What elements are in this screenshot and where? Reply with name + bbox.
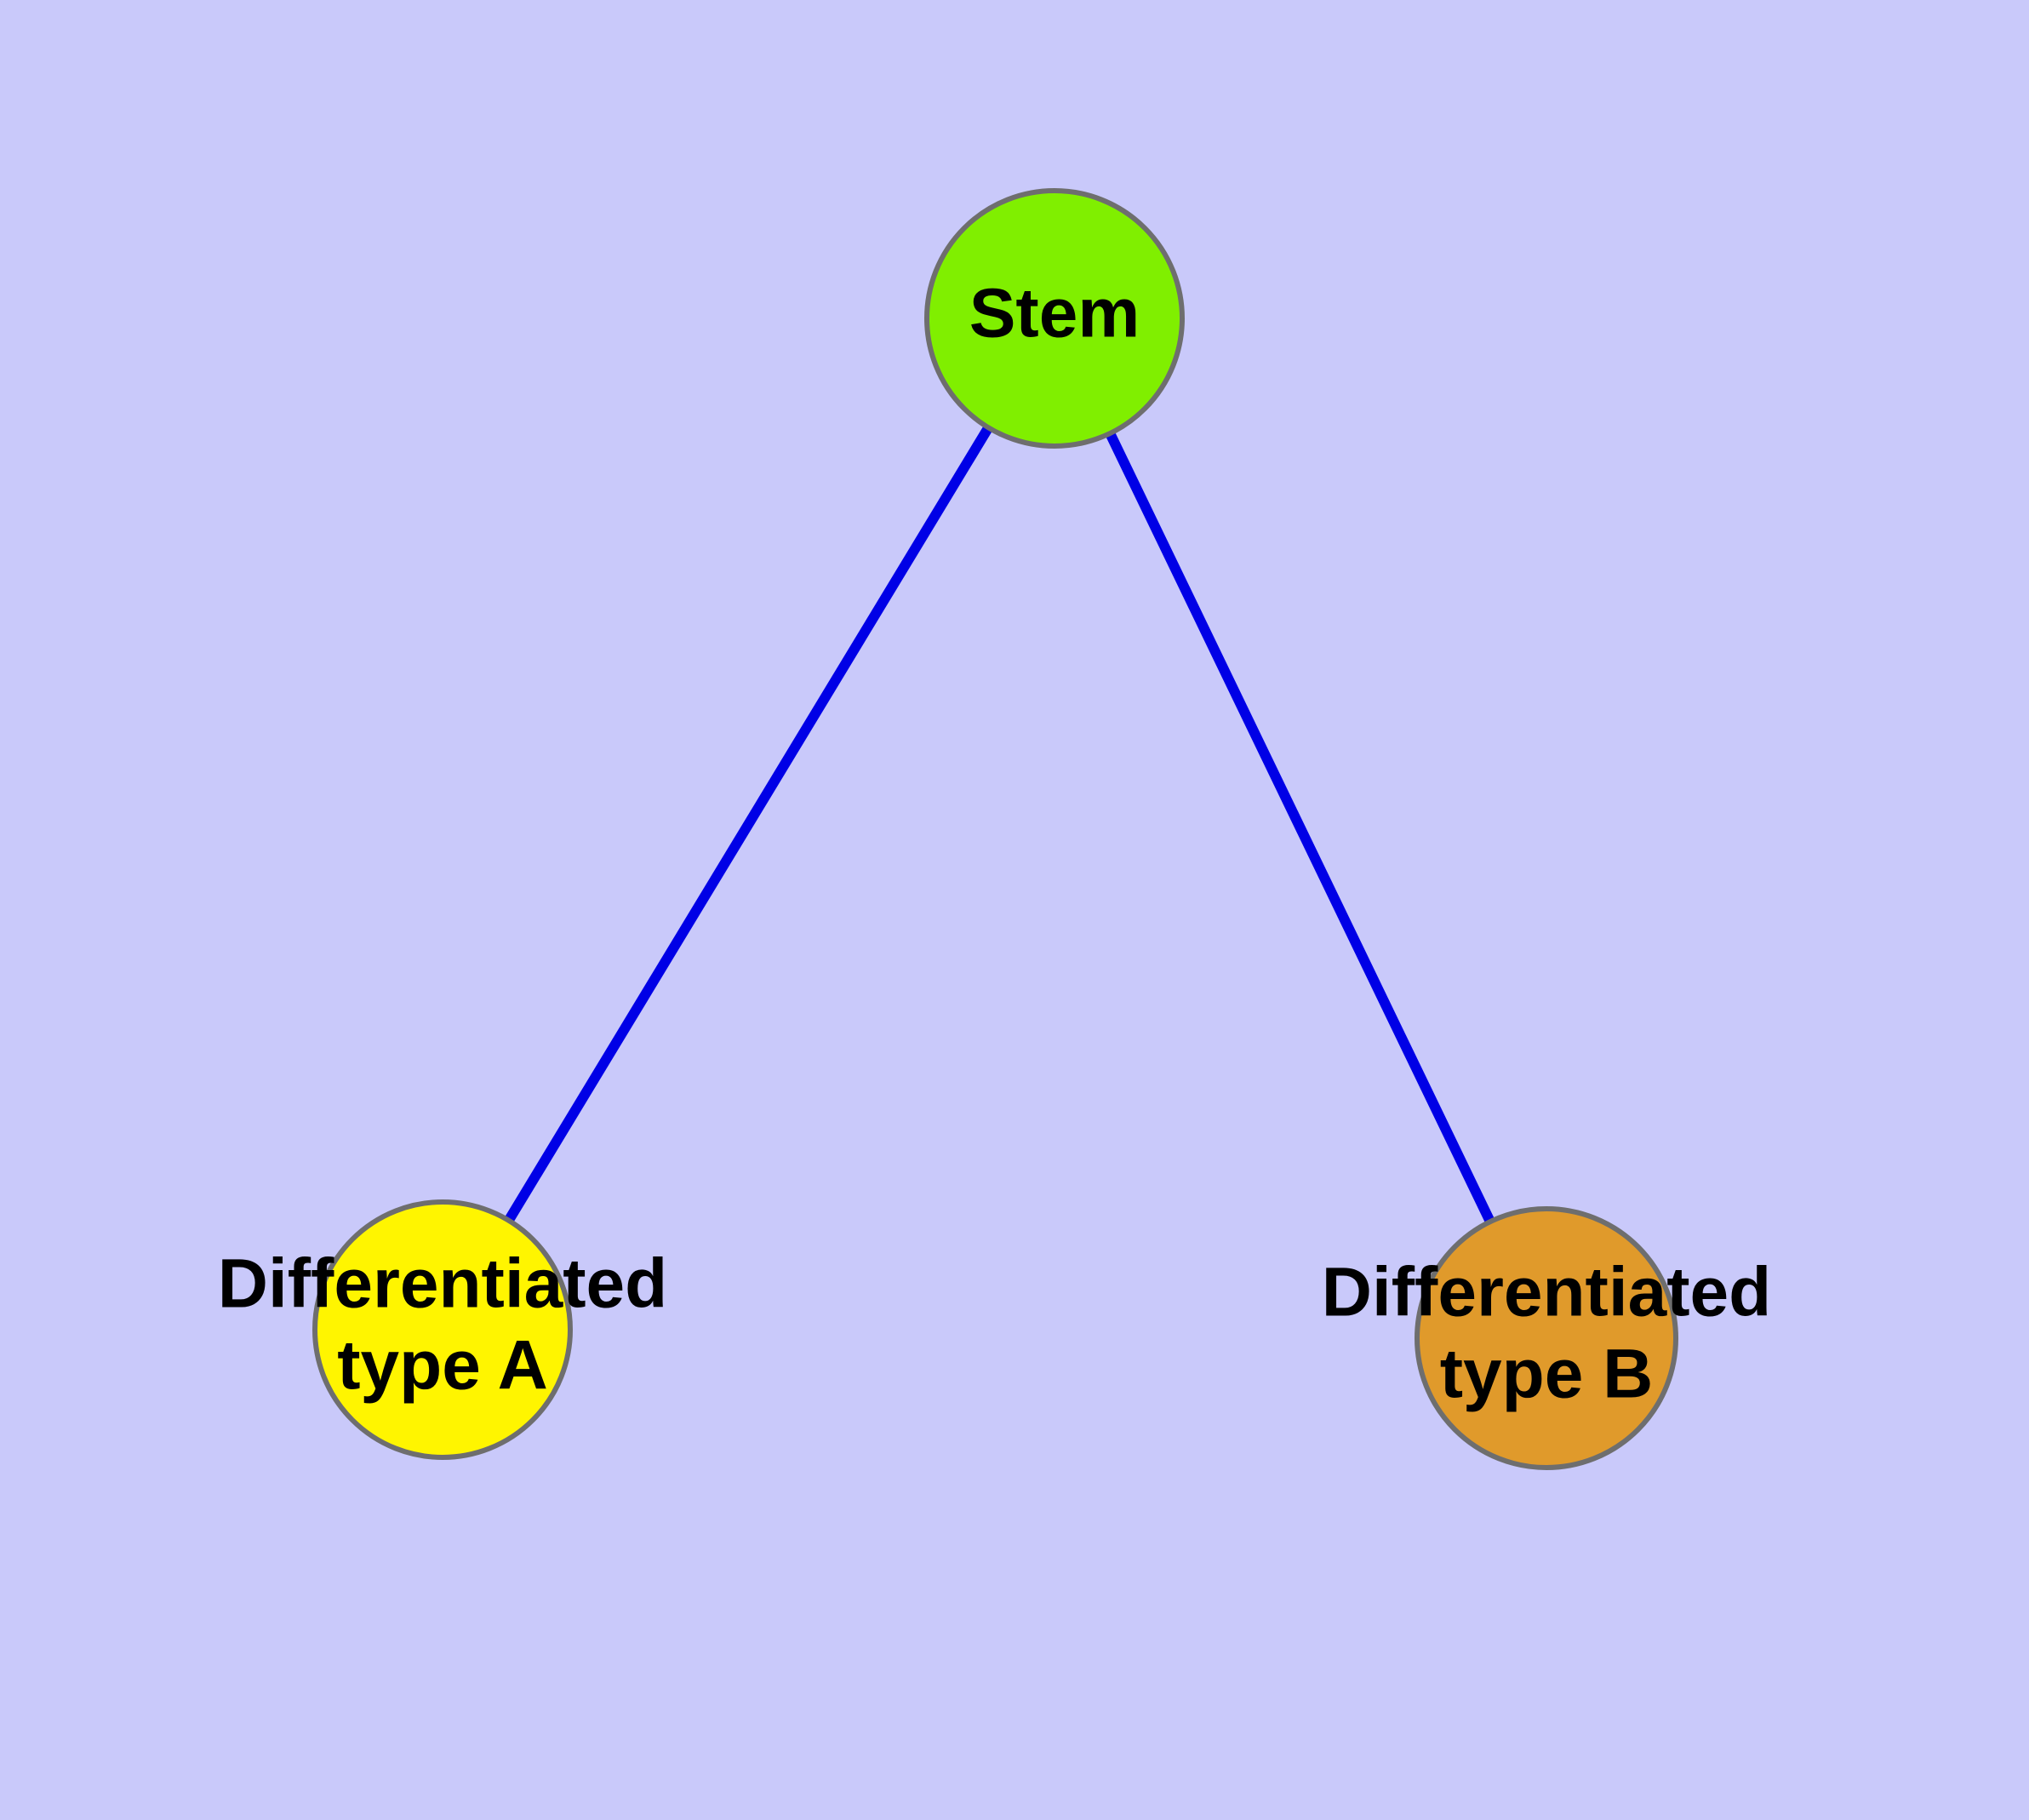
node-stem[interactable] (924, 188, 1185, 449)
edge-layer (437, 315, 1552, 1341)
edge-stem-to-diff-b[interactable] (1049, 316, 1552, 1341)
node-layer (312, 188, 1678, 1470)
node-diff-b[interactable] (1415, 1206, 1678, 1470)
node-diff-a[interactable] (312, 1199, 573, 1460)
node-label-stem: Stem (969, 275, 1140, 352)
edge-stem-to-diff-a[interactable] (437, 315, 1060, 1333)
node-label-line: type A (337, 1327, 548, 1405)
node-label-line: Stem (969, 275, 1140, 352)
node-label-line: type B (1440, 1336, 1654, 1413)
node-label-line: Differentiated (218, 1245, 668, 1323)
node-label-line: Differentiated (1322, 1254, 1772, 1331)
